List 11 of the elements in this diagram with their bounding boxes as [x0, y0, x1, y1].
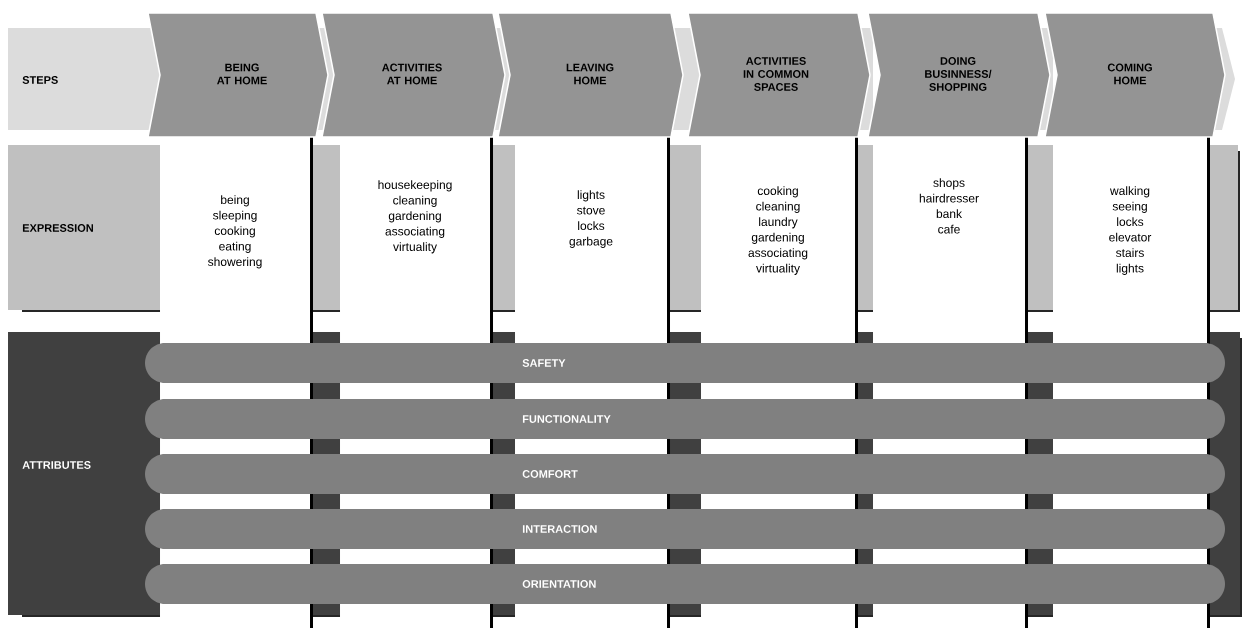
attribute-bar: INTERACTION — [145, 509, 1225, 549]
step-banner: ACTIVITIES AT HOME — [321, 12, 506, 138]
step-banner: DOING BUSINNESS/ SHOPPING — [867, 12, 1051, 138]
step-banner: ACTIVITIES IN COMMON SPACES — [687, 12, 871, 138]
attribute-bar: FUNCTIONALITY — [145, 399, 1225, 439]
step-banner: LEAVING HOME — [497, 12, 684, 138]
attribute-bar: SAFETY — [145, 343, 1225, 383]
attribute-bar: COMFORT — [145, 454, 1225, 494]
step-banner: BEING AT HOME — [147, 12, 329, 138]
attribute-bar: ORIENTATION — [145, 564, 1225, 604]
step-banner: COMING HOME — [1044, 12, 1226, 138]
